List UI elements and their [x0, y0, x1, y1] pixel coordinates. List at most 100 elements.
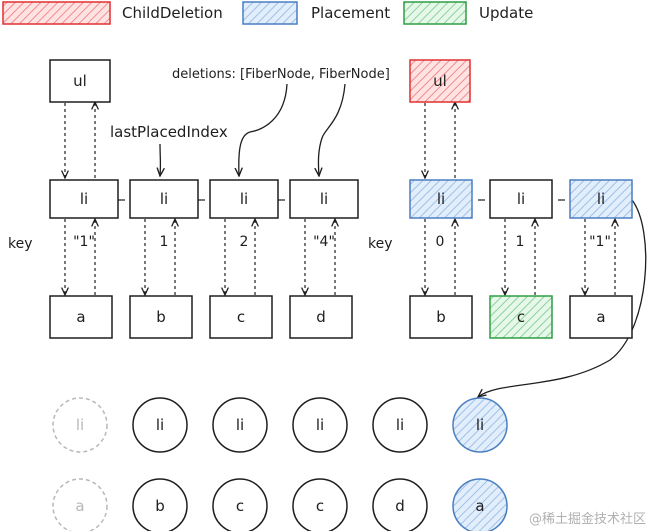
key-label-right: key — [368, 236, 393, 252]
circle-li-2-label: li — [236, 416, 244, 434]
right-root-ul-shape — [409, 59, 471, 103]
left-child-1-label: b — [156, 308, 166, 326]
right-child-2-shape — [569, 295, 633, 339]
circle-child-2-shape — [212, 478, 268, 531]
right-child-2: a — [569, 295, 633, 339]
left-child-0: a — [49, 295, 113, 339]
legend-child-deletion: ChildDeletion — [2, 1, 223, 25]
legend-update: Update — [403, 1, 533, 25]
circle-li-0-shape — [52, 397, 108, 453]
left-li-3-shape — [289, 179, 359, 219]
node-circles: li li li li li li a b c c d a — [52, 397, 508, 531]
right-root-ul-label: ul — [433, 72, 447, 90]
left-li-1-label: li — [160, 190, 168, 208]
circle-child-1-shape — [132, 478, 188, 531]
right-child-1-shape — [489, 295, 553, 339]
left-child-0-shape — [49, 295, 113, 339]
right-child-1-label: c — [517, 308, 525, 326]
circle-li-2: li — [212, 397, 268, 453]
left-li-1: li — [129, 179, 199, 219]
circle-child-0-shape — [52, 478, 108, 531]
circle-child-0-label: a — [75, 497, 84, 515]
right-li-1: li — [489, 179, 553, 219]
right-li-0-shape — [409, 179, 473, 219]
left-li-1-shape — [129, 179, 199, 219]
circle-child-4: d — [372, 478, 428, 531]
left-key-3: "4" — [313, 234, 335, 250]
circle-child-3-label: c — [316, 497, 324, 515]
right-li-2-label: li — [597, 190, 605, 208]
circle-li-1-label: li — [156, 416, 164, 434]
circle-child-5: a — [452, 478, 508, 531]
deletions-annotation: deletions: [FiberNode, FiberNode] — [172, 67, 390, 82]
right-li-1-shape — [489, 179, 553, 219]
circle-li-0-label: li — [76, 416, 84, 434]
placement-move-arrow — [478, 199, 647, 397]
circle-child-5-shape — [452, 478, 508, 531]
left-key-1: 1 — [160, 234, 169, 250]
left-child-2-shape — [209, 295, 273, 339]
right-child-0: b — [409, 295, 473, 339]
left-child-0-label: a — [76, 308, 85, 326]
right-li-0: li — [409, 179, 473, 219]
circle-child-1: b — [132, 478, 188, 531]
right-li-1-label: li — [517, 190, 525, 208]
legend: ChildDeletion Placement Update — [2, 1, 533, 25]
left-child-3-shape — [289, 295, 353, 339]
key-label-left: key — [8, 236, 33, 252]
circle-li-4-label: li — [396, 416, 404, 434]
tree-links — [65, 102, 615, 295]
right-key-1: 1 — [516, 234, 525, 250]
circle-child-4-shape — [372, 478, 428, 531]
left-li-0-label: li — [80, 190, 88, 208]
left-li-3: li — [289, 179, 359, 219]
right-key-2: "1" — [589, 234, 611, 250]
left-child-1-shape — [129, 295, 193, 339]
circle-child-4-label: d — [395, 497, 405, 515]
circle-li-3: li — [292, 397, 348, 453]
right-root-ul: ul — [409, 59, 471, 103]
circle-li-3-shape — [292, 397, 348, 453]
left-li-0: li — [49, 179, 119, 219]
left-li-0-shape — [49, 179, 119, 219]
circle-child-2-label: c — [236, 497, 244, 515]
circle-li-5: li — [452, 397, 508, 453]
circle-li-5-shape — [452, 397, 508, 453]
circle-li-4: li — [372, 397, 428, 453]
deletions-arrow-1 — [239, 83, 288, 176]
circle-child-1-label: b — [155, 497, 165, 515]
left-root-ul-shape — [49, 59, 111, 103]
left-root-ul-label: ul — [73, 72, 87, 90]
left-li-3-label: li — [320, 190, 328, 208]
circle-li-4-shape — [372, 397, 428, 453]
legend-placement-label: Placement — [311, 4, 390, 22]
left-child-1: b — [129, 295, 193, 339]
circle-li-1: li — [132, 397, 188, 453]
left-key-2: 2 — [240, 234, 249, 250]
circle-li-2-shape — [212, 397, 268, 453]
circle-child-0: a — [52, 478, 108, 531]
watermark: @稀土掘金技术社区 — [528, 512, 646, 527]
right-child-0-shape — [409, 295, 473, 339]
left-child-2-label: c — [237, 308, 245, 326]
circle-li-3-label: li — [316, 416, 324, 434]
legend-update-label: Update — [479, 4, 533, 22]
last-placed-index-annotation: lastPlacedIndex — [110, 123, 228, 141]
left-child-2: c — [209, 295, 273, 339]
deletions-arrow-2 — [318, 83, 346, 176]
circle-li-0: li — [52, 397, 108, 453]
legend-child-deletion-label: ChildDeletion — [122, 4, 223, 22]
left-li-2-shape — [209, 179, 279, 219]
right-child-2-label: a — [596, 308, 605, 326]
left-li-2-label: li — [240, 190, 248, 208]
right-child-0-label: b — [436, 308, 446, 326]
circle-li-1-shape — [132, 397, 188, 453]
circle-child-3: c — [292, 478, 348, 531]
right-key-0: 0 — [436, 234, 445, 250]
right-li-0-label: li — [437, 190, 445, 208]
circle-li-5-label: li — [476, 416, 484, 434]
legend-placement: Placement — [242, 1, 390, 25]
